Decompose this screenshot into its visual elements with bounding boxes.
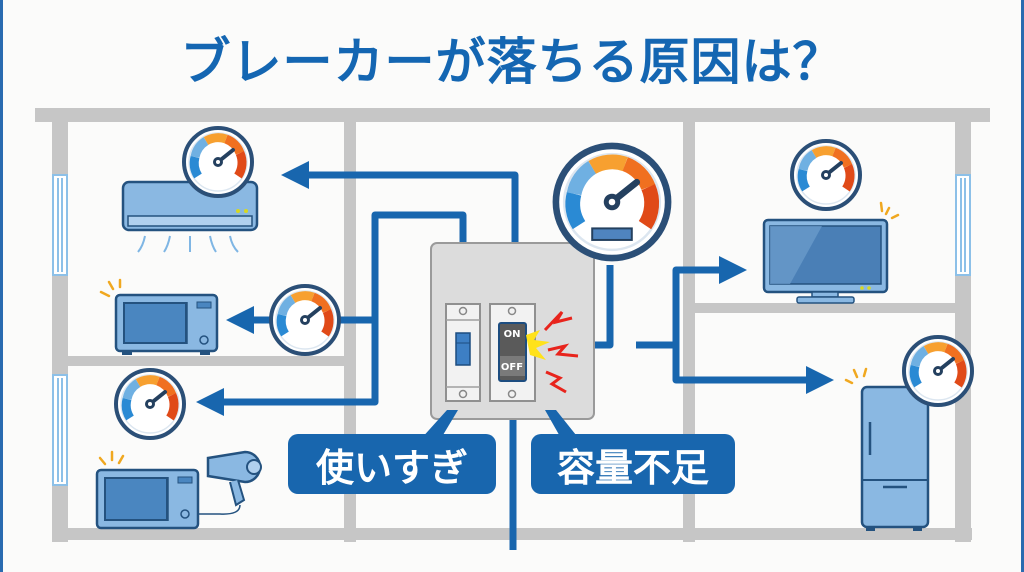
window-right [955,174,971,276]
wire-to-fridge [672,345,834,394]
aircon-gauge-icon [184,128,252,196]
wire-to-lower-microwave [196,320,379,416]
capacity-shortage-label: 容量不足 [531,434,735,494]
window-left-lower [52,374,68,486]
main-breaker[interactable]: ON OFF [489,303,536,402]
tv-gauge-icon [792,141,860,209]
lower-gauge-icon [116,370,184,438]
refrigerator-icon [844,367,930,531]
sub-breaker[interactable] [445,303,481,402]
wire-to-tv [672,256,747,380]
fridge-gauge-icon [904,337,972,405]
page-title: ブレーカーが落ちる原因は？ [180,33,844,91]
microwave-lower-icon [95,450,200,530]
wire-gauge-drop [595,265,614,349]
overuse-label: 使いすぎ [288,434,496,494]
main-gauge-icon [556,146,668,258]
window-left [52,174,68,276]
tv-icon [762,201,900,304]
hair-dryer-icon [198,450,262,515]
switch-on-label: ON [504,329,521,340]
switch-off-label: OFF [501,362,523,373]
wire-to-aircon [281,161,519,270]
microwave-icon [99,278,219,355]
frame-right-border [1021,0,1024,572]
breaker-panel: ON OFF [420,242,595,440]
frame-left-border [0,0,3,572]
spark-icon [526,310,579,394]
microwave-gauge-icon [271,286,339,354]
